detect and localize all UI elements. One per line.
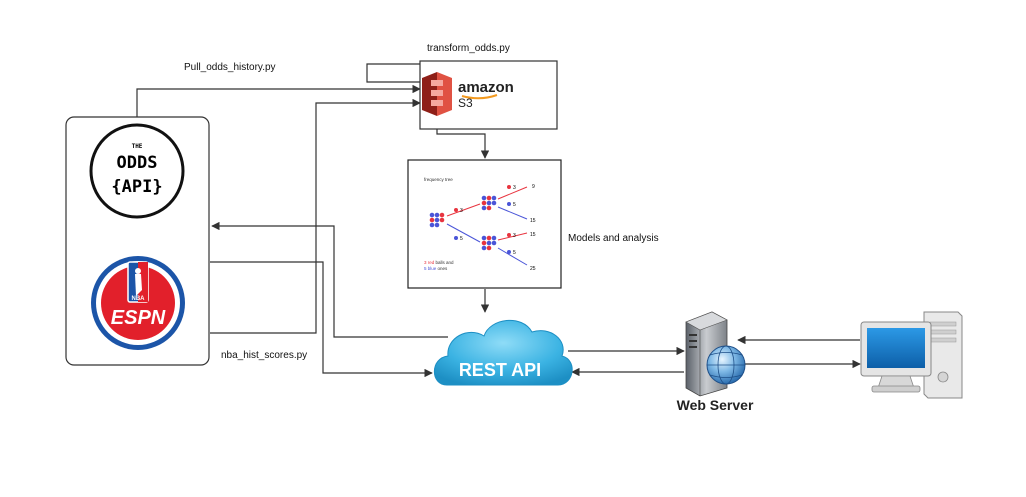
odds-api-logo: THE ODDS {API} (89, 123, 185, 219)
legend-line2-rest: ones (436, 266, 448, 271)
upper-ball-cluster (481, 195, 497, 211)
pc-tower (923, 311, 963, 399)
frequency-tree-legend-line2: 5 blue ones (424, 266, 448, 271)
upper-red-count: 3 (513, 185, 516, 191)
leaf-2-count: 15 (530, 218, 536, 224)
legend-red-text: 3 red (424, 260, 435, 265)
globe-icon (706, 345, 746, 385)
frequency-tree-diagram: 3 5 3 5 9 15 (424, 184, 536, 272)
s3-label-text: S3 (458, 96, 473, 110)
rest-api-label: REST API (459, 360, 541, 380)
lower-red-count: 3 (513, 233, 516, 239)
frequency-tree-legend-line1: 3 red balls and (424, 260, 454, 265)
arrow-source-to-api (210, 261, 433, 378)
leaf-3-count: 15 (530, 232, 536, 238)
amazon-logo-text: amazon (458, 79, 514, 96)
legend-blue-text: 5 blue (424, 266, 437, 271)
arrow-pull-odds (136, 84, 421, 117)
data-sources-box: THE ODDS {API} NBA ESPN (65, 116, 210, 366)
web-server-label: Web Server (677, 397, 754, 413)
legend-line1-rest: balls and (434, 260, 454, 265)
frequency-tree-title: frequency tree (424, 177, 453, 182)
amazon-smile-icon (461, 94, 498, 100)
root-red-count: 3 (460, 208, 463, 214)
root-ball-cluster (429, 212, 445, 228)
nba-espn-logo: NBA ESPN (91, 256, 185, 350)
odds-api-logo-odds: ODDS (117, 153, 158, 173)
transform-odds-label: transform_odds.py (427, 43, 510, 54)
upper-blue-count: 5 (513, 202, 516, 208)
nba-scores-label: nba_hist_scores.py (221, 350, 307, 361)
odds-api-logo-the: THE (132, 143, 143, 150)
leaf-1-count: 9 (532, 184, 535, 190)
s3-bucket-icon (422, 72, 452, 116)
arrow-nba-scores-to-s3 (210, 98, 421, 334)
s3-box: amazon S3 (419, 60, 558, 130)
client-computer-icon (860, 311, 963, 399)
monitor (860, 321, 932, 393)
root-blue-count: 5 (460, 236, 463, 242)
web-server: Web Server (677, 311, 754, 413)
arrow-api-to-source (211, 221, 448, 338)
pull-odds-label: Pull_odds_history.py (184, 62, 276, 73)
lower-blue-count: 5 (513, 250, 516, 256)
rest-api-cloud: REST API (433, 319, 573, 386)
nba-logo-text: NBA (132, 296, 146, 302)
connectors (136, 63, 861, 378)
models-label: Models and analysis (568, 233, 659, 244)
lower-ball-cluster (481, 235, 497, 251)
leaf-4-count: 25 (530, 266, 536, 272)
espn-logo-text: ESPN (111, 307, 166, 329)
models-box: frequency tree 3 5 3 (407, 159, 562, 289)
odds-api-logo-api: {API} (111, 177, 162, 197)
